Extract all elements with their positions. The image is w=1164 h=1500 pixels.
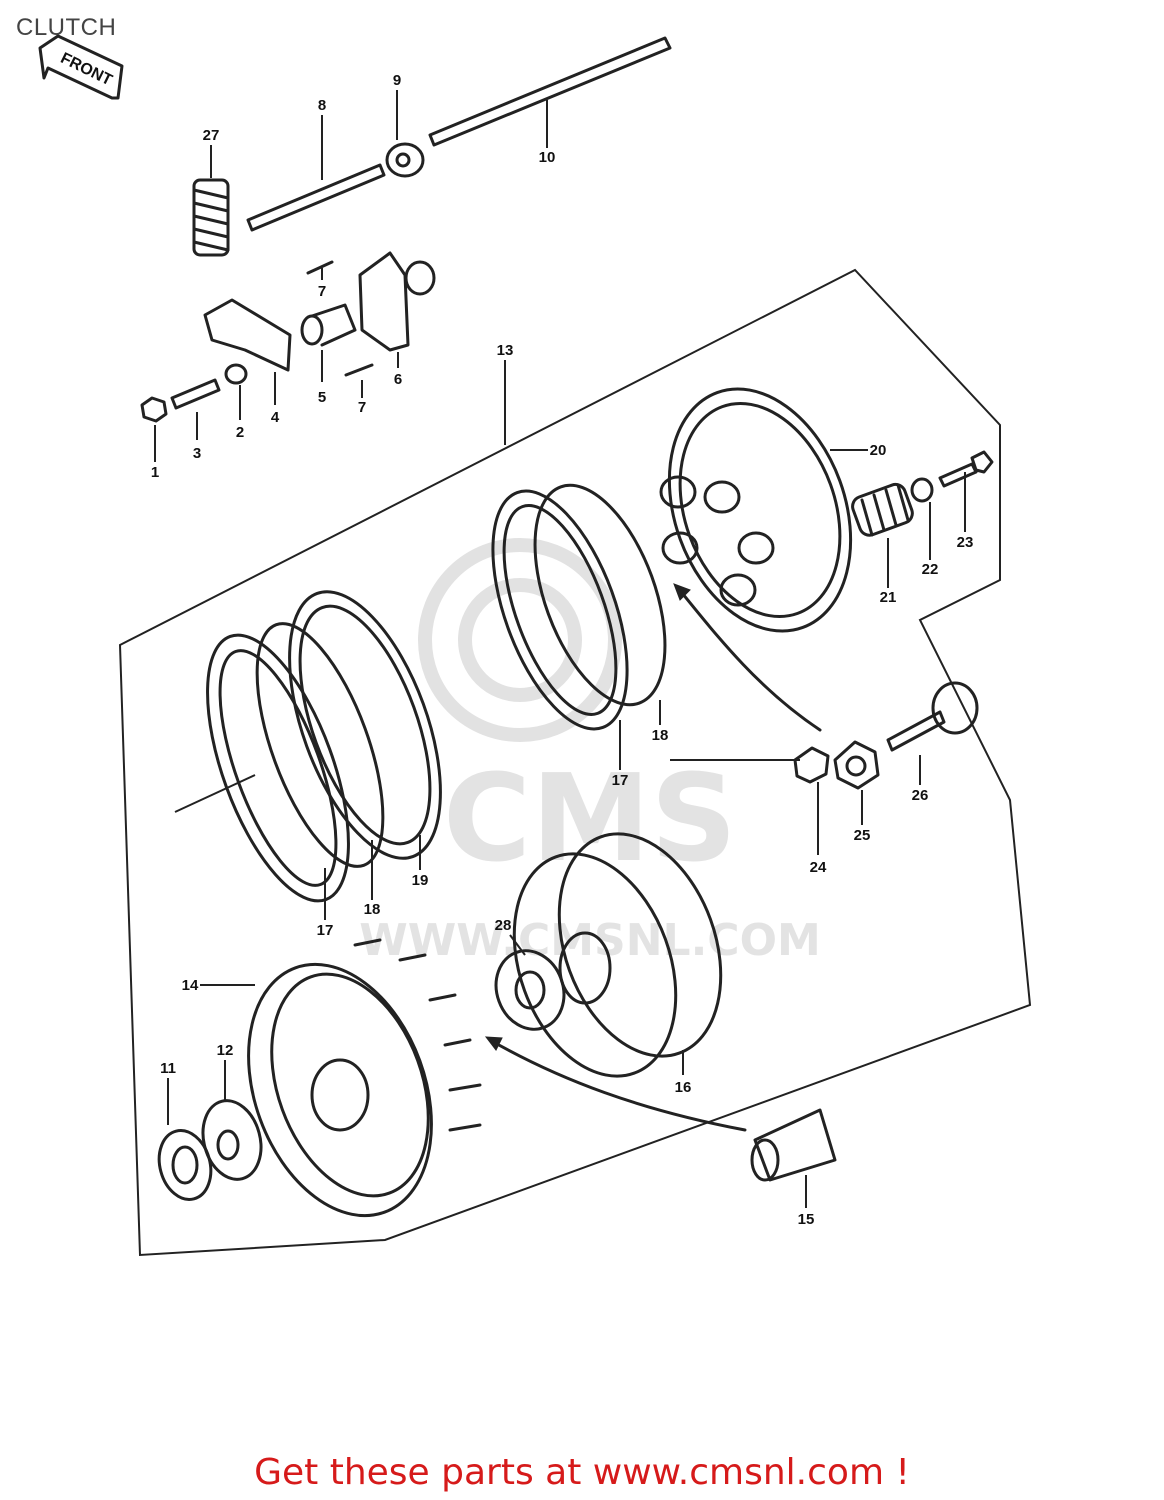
part-label-8: 8 bbox=[318, 97, 326, 114]
page-title: CLUTCH bbox=[16, 14, 117, 41]
collar-15-icon bbox=[750, 1108, 837, 1182]
assembly-arrow-upper-icon bbox=[676, 586, 822, 732]
part-label-7-upper: 7 bbox=[318, 283, 326, 300]
part-label-21: 21 bbox=[880, 589, 897, 606]
leader-lines bbox=[154, 90, 966, 1208]
release-worm-5-icon bbox=[300, 303, 357, 347]
part-label-25: 25 bbox=[854, 827, 871, 844]
part-label-22: 22 bbox=[922, 561, 939, 578]
front-tag-label: FRONT bbox=[58, 50, 115, 90]
washer-22-icon bbox=[910, 477, 934, 503]
front-direction-tag: FRONT bbox=[38, 34, 124, 100]
steel-plate-18-icon bbox=[255, 622, 385, 868]
push-rod-8-icon bbox=[246, 163, 386, 232]
cms-watermark: CMS WWW.CMSNL.COM bbox=[359, 538, 821, 966]
bearing-9-icon bbox=[385, 142, 425, 178]
pressure-plate-20-icon bbox=[659, 387, 853, 633]
part-label-24: 24 bbox=[810, 859, 827, 876]
adjust-screw-3-icon bbox=[170, 378, 221, 410]
lock-washer-24-icon bbox=[793, 746, 830, 784]
release-lever-4-icon bbox=[203, 298, 292, 372]
part-label-14: 14 bbox=[182, 977, 199, 994]
part-label-4: 4 bbox=[271, 409, 280, 426]
part-label-19: 19 bbox=[412, 872, 429, 889]
part-label-17-left: 17 bbox=[317, 922, 334, 939]
part-label-26: 26 bbox=[912, 787, 929, 804]
nut-25-icon bbox=[833, 740, 880, 790]
part-label-2: 2 bbox=[236, 424, 244, 441]
part-label-1: 1 bbox=[151, 464, 159, 481]
part-label-13: 13 bbox=[497, 342, 514, 359]
part-label-28: 28 bbox=[495, 917, 512, 934]
steel-plate-19-icon bbox=[288, 590, 442, 860]
assembly-arrow-lower-icon bbox=[488, 1038, 747, 1132]
pushrod-26-icon bbox=[886, 681, 979, 752]
washer-2-icon bbox=[224, 363, 248, 385]
part-label-7-lower: 7 bbox=[358, 399, 366, 416]
steel-plate-18b-icon bbox=[533, 483, 667, 707]
clutch-housing-14-icon bbox=[247, 938, 482, 1218]
part-label-27: 27 bbox=[203, 127, 220, 144]
washer-11-icon bbox=[157, 1129, 213, 1201]
subassembly-outline bbox=[118, 268, 1032, 1257]
screw-7-upper-icon bbox=[306, 260, 334, 275]
part-label-5: 5 bbox=[318, 389, 326, 406]
assembly-arrowhead-lower-icon bbox=[484, 1036, 503, 1051]
get-parts-footer-link[interactable]: Get these parts at www.cmsnl.com ! bbox=[254, 1452, 910, 1493]
watermark-logo-text: CMS bbox=[443, 750, 737, 889]
watermark-url-text: WWW.CMSNL.COM bbox=[359, 915, 821, 966]
clutch-hub-16-icon bbox=[512, 832, 723, 1078]
nut-1-icon bbox=[140, 396, 168, 423]
plate-stack-right bbox=[491, 483, 667, 731]
part-label-17-right: 17 bbox=[612, 772, 629, 789]
part-label-6: 6 bbox=[394, 371, 402, 388]
friction-plate-17b-icon bbox=[491, 489, 629, 731]
thrust-washer-28-icon bbox=[494, 949, 566, 1031]
part-label-16: 16 bbox=[675, 1079, 692, 1096]
part-label-11: 11 bbox=[160, 1060, 176, 1077]
spring-21-icon bbox=[851, 482, 914, 537]
release-mechanism bbox=[140, 36, 672, 423]
part-label-3: 3 bbox=[193, 445, 201, 462]
part-label-18-left: 18 bbox=[364, 901, 381, 918]
part-label-12: 12 bbox=[217, 1042, 234, 1059]
release-holder-6-icon bbox=[358, 251, 436, 352]
push-rod-10-icon bbox=[428, 36, 672, 147]
part-label-15: 15 bbox=[798, 1211, 815, 1228]
assembly-arrowhead-upper-icon bbox=[673, 583, 691, 601]
part-label-10: 10 bbox=[539, 149, 556, 166]
screw-7-lower-icon bbox=[344, 363, 374, 377]
spring-27-icon bbox=[192, 178, 230, 257]
part-label-9: 9 bbox=[393, 72, 401, 89]
primary-gear-12-icon bbox=[201, 1099, 263, 1181]
part-label-20: 20 bbox=[870, 442, 887, 459]
part-label-18-right: 18 bbox=[652, 727, 669, 744]
bolt-23-icon bbox=[938, 450, 994, 488]
part-label-23: 23 bbox=[957, 534, 974, 551]
